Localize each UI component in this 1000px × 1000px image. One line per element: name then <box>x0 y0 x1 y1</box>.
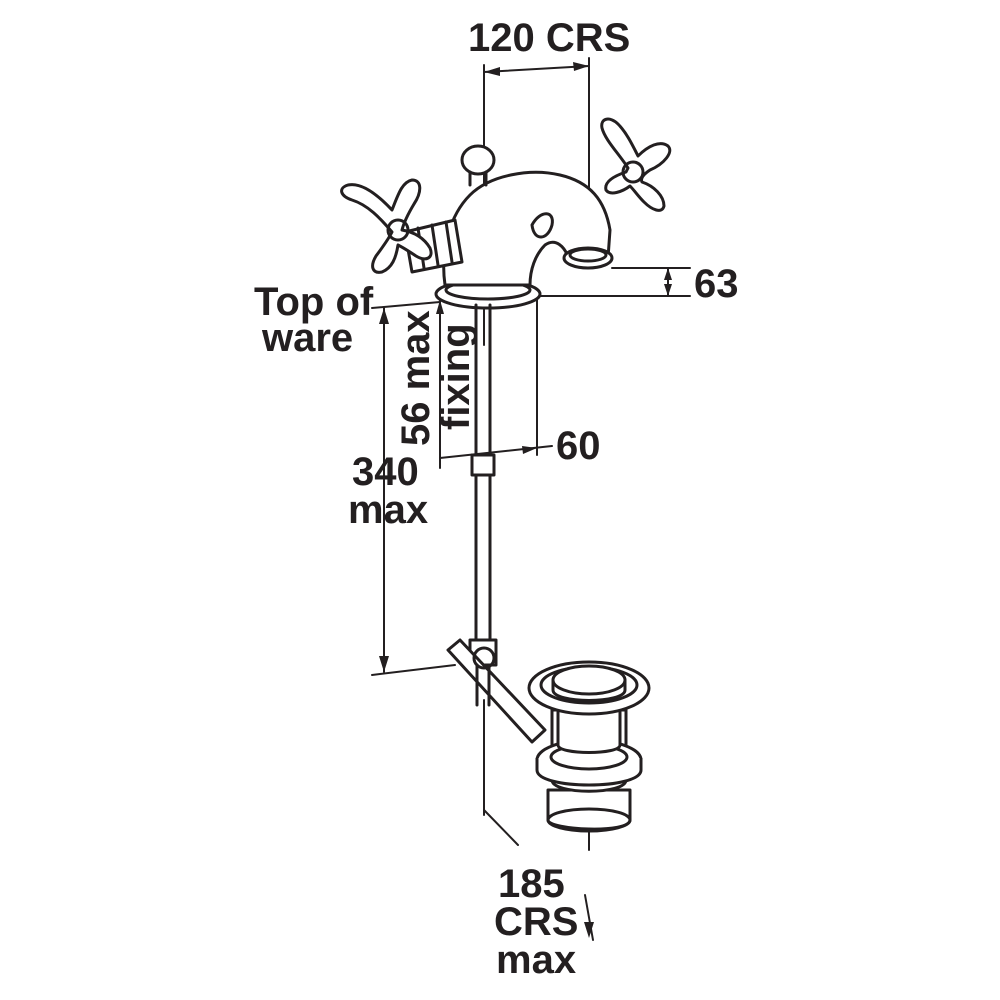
label-340: 340 <box>352 450 419 494</box>
label-60: 60 <box>556 424 601 468</box>
dimension-60 <box>439 297 553 459</box>
dimension-340-max <box>371 301 456 676</box>
dimension-56-fixing <box>436 299 444 469</box>
label-top-of-ware-line1: Top of <box>254 280 374 324</box>
label-340-max: max <box>348 488 429 532</box>
mixer-body <box>403 144 614 310</box>
dimension-185-crs <box>483 699 594 941</box>
pop-up-waste <box>527 660 651 833</box>
left-cross-handle <box>340 178 433 274</box>
label-185-max: max <box>496 938 577 982</box>
label-top-of-ware-line2: ware <box>262 316 354 360</box>
label-56-max: 56 max <box>394 310 438 446</box>
label-fixing: fixing <box>434 323 478 430</box>
label-185: 185 <box>498 862 565 906</box>
label-185-crs: CRS <box>494 900 579 944</box>
dimension-63 <box>539 267 691 297</box>
label-120-crs: 120 CRS <box>468 16 631 60</box>
label-63: 63 <box>694 262 739 306</box>
pivot-rod <box>446 638 547 744</box>
right-cross-handle <box>600 117 672 212</box>
